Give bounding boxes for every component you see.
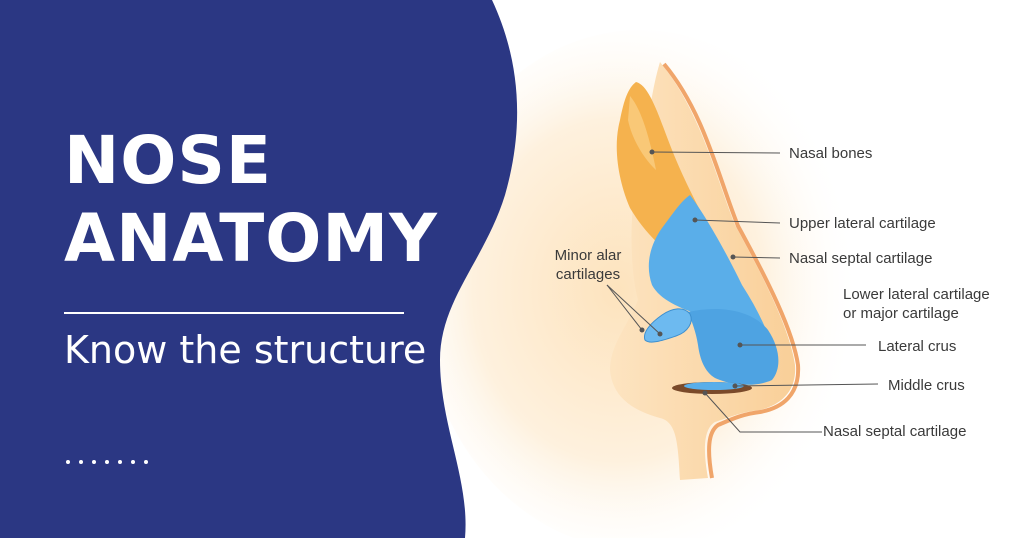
- leader-septal-lower: [704, 392, 822, 433]
- label-lower-lateral-line1: Lower lateral cartilage: [843, 286, 990, 303]
- middle-crus-shape: [684, 382, 744, 390]
- decorative-dot: [131, 460, 135, 464]
- label-nasal-bones: Nasal bones: [789, 145, 873, 162]
- leader-lines: [606, 151, 879, 433]
- label-minor-alar-line1: Minor alar: [554, 247, 622, 264]
- dot-lateral-crus: [737, 342, 743, 348]
- title-divider: [64, 312, 404, 314]
- upper-cartilage-shape: [648, 195, 772, 346]
- dot-minor-alar-1: [657, 331, 663, 337]
- dot-nasal-bones: [649, 149, 655, 155]
- dot-septal-lower: [702, 390, 708, 396]
- dot-upper-lateral: [692, 217, 698, 223]
- decorative-dot: [92, 460, 96, 464]
- subtitle: Know the structure: [64, 328, 427, 372]
- title-line-2: ANATOMY: [64, 200, 438, 277]
- nasal-bone-highlight: [628, 96, 656, 170]
- title-line-1: NOSE: [64, 122, 272, 199]
- leader-minor-alar-2: [606, 284, 643, 331]
- label-minor-alar-line2: cartilages: [555, 266, 621, 283]
- lateral-crus-shape: [688, 309, 779, 385]
- leader-minor-alar-1: [606, 284, 661, 335]
- leader-upper-lateral: [694, 219, 781, 224]
- decorative-dot: [144, 460, 148, 464]
- skin-edge: [662, 62, 801, 479]
- leader-nasal-bones: [651, 151, 781, 154]
- leader-dots: [639, 149, 743, 396]
- label-middle-crus: Middle crus: [888, 377, 965, 394]
- decorative-dot: [105, 460, 109, 464]
- decorative-dot: [66, 460, 70, 464]
- dot-minor-alar-2: [639, 327, 645, 333]
- label-nasal-septal-cartilage-upper: Nasal septal cartilage: [789, 250, 933, 267]
- decorative-dot: [118, 460, 122, 464]
- minor-alar-shape: [643, 308, 692, 343]
- label-lateral-crus: Lateral crus: [878, 338, 957, 355]
- title-panel: [0, 0, 518, 538]
- leader-septal-upper: [732, 256, 781, 259]
- label-nasal-septal-cartilage-lower: Nasal septal cartilage: [823, 423, 967, 440]
- label-lower-lateral-line2: or major cartilage: [843, 305, 959, 322]
- dot-middle-crus: [732, 383, 738, 389]
- decorative-dot: [79, 460, 83, 464]
- dot-septal-upper: [730, 254, 736, 260]
- decorative-dots: [66, 460, 148, 464]
- label-upper-lateral-cartilage: Upper lateral cartilage: [789, 215, 936, 232]
- leader-middle-crus: [734, 383, 879, 387]
